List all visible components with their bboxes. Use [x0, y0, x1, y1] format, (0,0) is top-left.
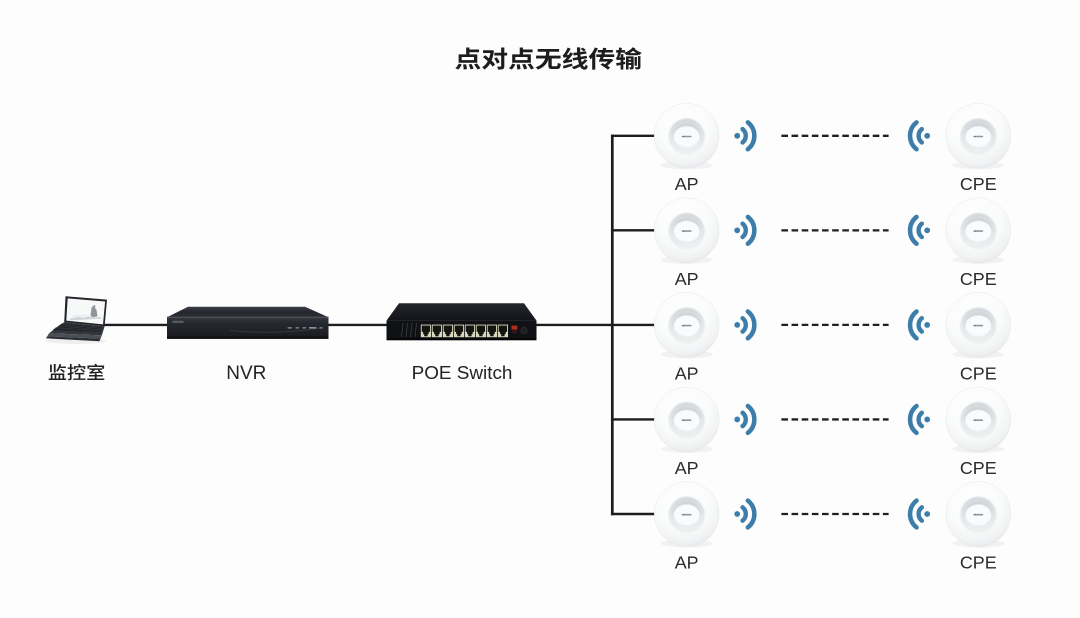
svg-text:AP: AP [675, 174, 699, 194]
svg-text:CPE: CPE [960, 458, 997, 478]
svg-text:CPE: CPE [960, 363, 997, 383]
svg-text:AP: AP [675, 269, 699, 289]
svg-text:CPE: CPE [960, 269, 997, 289]
svg-text:AP: AP [675, 552, 699, 572]
svg-text:CPE: CPE [960, 552, 997, 572]
svg-text:AP: AP [675, 363, 699, 383]
svg-text:AP: AP [675, 458, 699, 478]
svg-text:CPE: CPE [960, 174, 997, 194]
svg-text:POE Switch: POE Switch [412, 363, 513, 384]
svg-text:NVR: NVR [226, 363, 266, 384]
